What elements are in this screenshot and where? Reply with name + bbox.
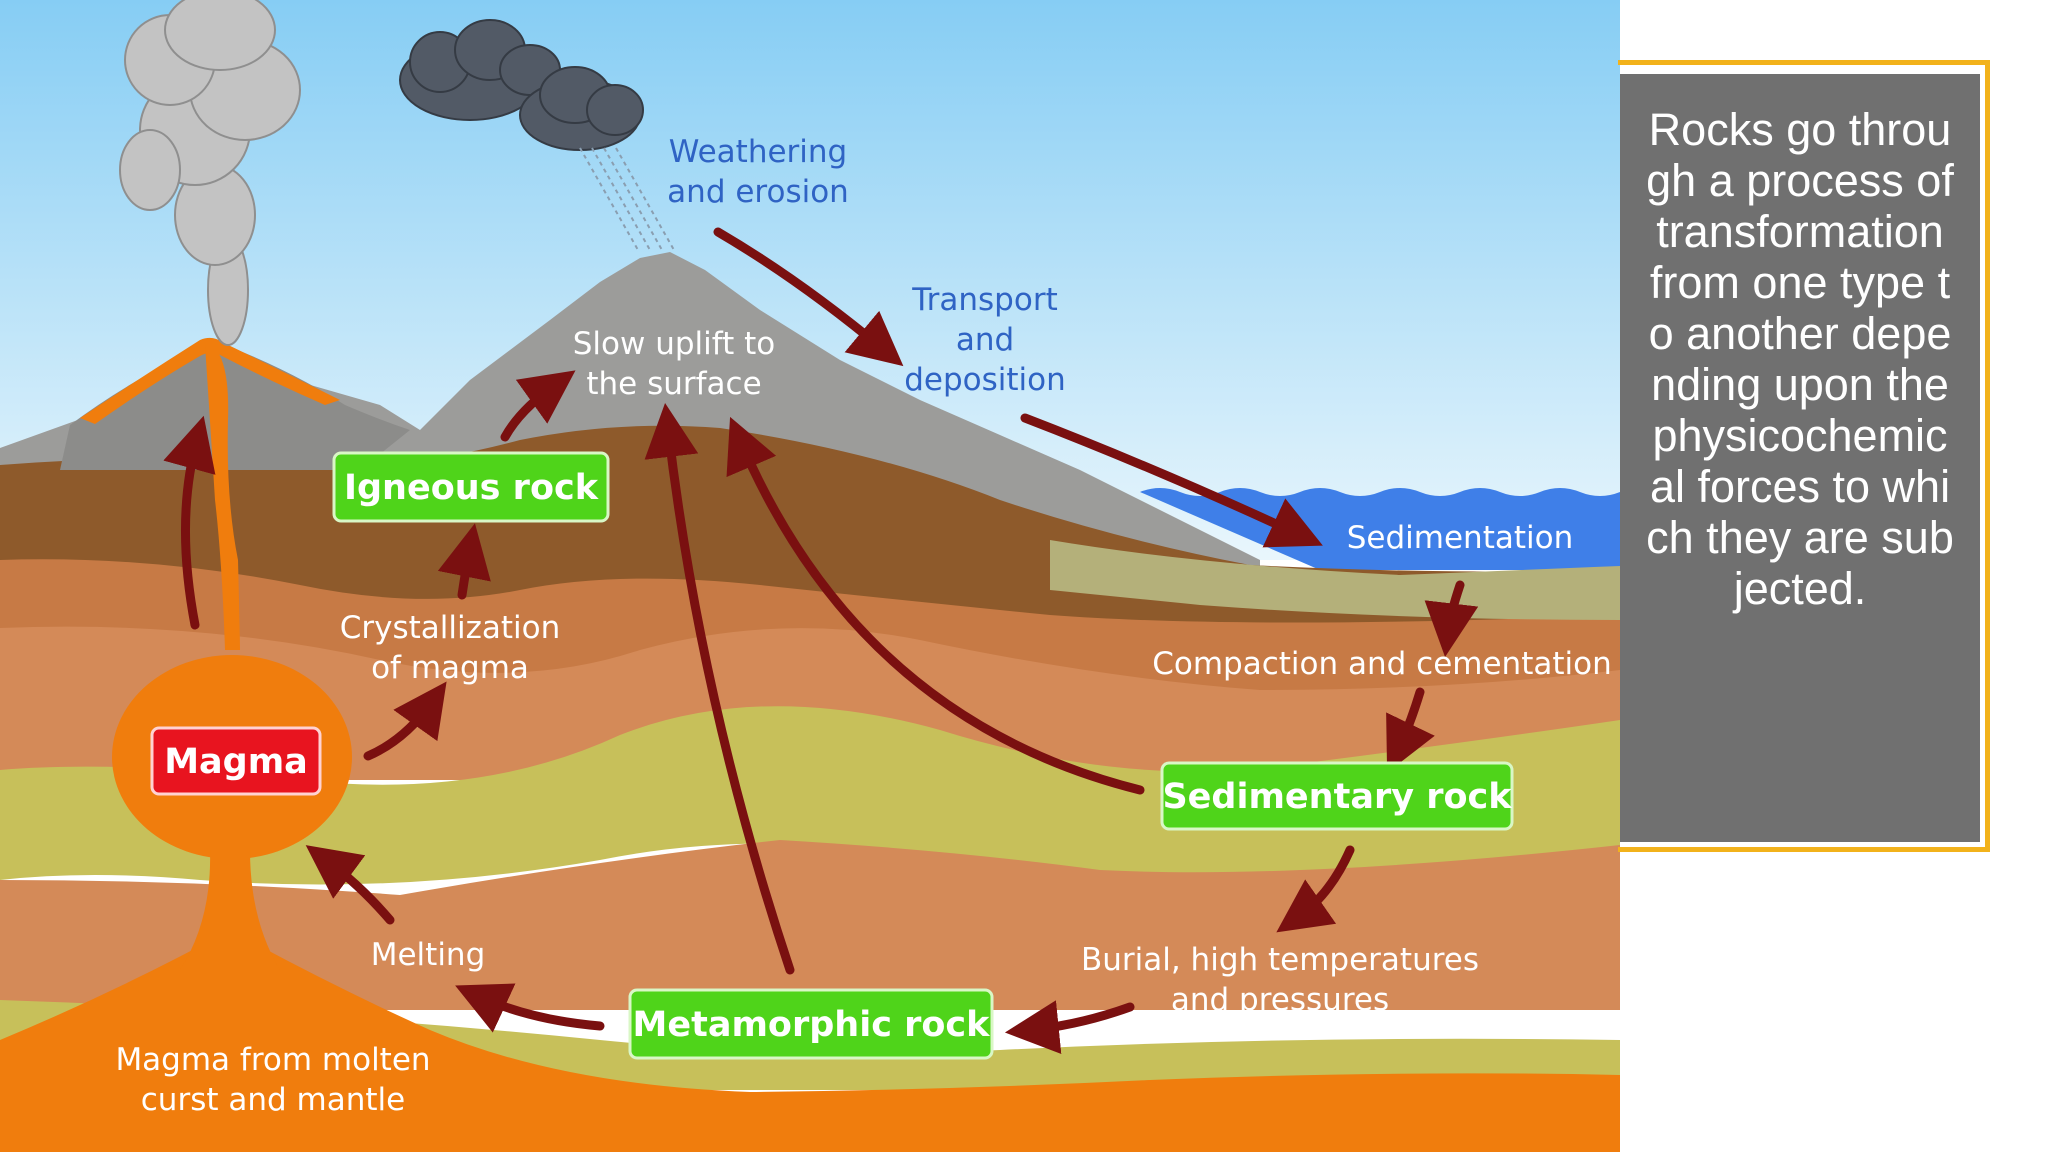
smoke-plume bbox=[119, 0, 301, 346]
arrow-transport bbox=[713, 227, 904, 367]
arrow-burial-to-metamorphic bbox=[1004, 1000, 1135, 1054]
weathering-label-line2: and erosion bbox=[667, 174, 849, 210]
arrow-igneous-to-uplift bbox=[500, 370, 576, 442]
sedimentation-label: Sedimentation bbox=[1347, 520, 1574, 556]
sedimentary-rock-box: Sedimentary rock bbox=[1160, 761, 1514, 831]
arrow-crystallization-to-igneous bbox=[437, 523, 491, 600]
arrow-compaction bbox=[1424, 580, 1479, 658]
magma-label: Magma bbox=[164, 742, 308, 782]
metamorphic-rock-box: Metamorphic rock bbox=[628, 988, 994, 1060]
transport-label-line1: Transport bbox=[911, 282, 1057, 318]
strata-tan bbox=[0, 626, 1620, 780]
rock-cycle-diagram: Igneous rock Magma Sedimentary rock Meta… bbox=[0, 0, 1620, 1152]
burial-label-line1: Burial, high temperatures bbox=[1081, 942, 1479, 978]
compaction-label: Compaction and cementation bbox=[1152, 646, 1612, 682]
lava-flow bbox=[80, 337, 340, 424]
arrow-to-burial bbox=[1276, 845, 1355, 933]
crystallization-label-line1: Crystallization bbox=[340, 610, 561, 646]
sedimentary-rock-label: Sedimentary rock bbox=[1162, 777, 1512, 817]
rain-lines bbox=[579, 147, 675, 251]
cloud bbox=[399, 19, 644, 151]
water bbox=[1140, 488, 1620, 570]
caption-frame bbox=[1618, 60, 1990, 852]
magma-box: Magma bbox=[150, 726, 322, 796]
igneous-rock-label: Igneous rock bbox=[344, 468, 599, 508]
transport-label-line2: and bbox=[956, 322, 1014, 358]
arrow-magma-to-volcano bbox=[163, 415, 216, 630]
metamorphic-rock-label: Metamorphic rock bbox=[633, 1005, 991, 1045]
igneous-rock-box: Igneous rock bbox=[332, 451, 610, 523]
weathering-label-line1: Weathering bbox=[669, 134, 847, 170]
burial-label-line2: and pressures bbox=[1171, 982, 1389, 1018]
arrow-to-sedimentary bbox=[1386, 687, 1435, 773]
strata-lower-tan bbox=[0, 840, 1620, 1010]
magma-feeder bbox=[180, 850, 280, 970]
arrow-to-melting bbox=[455, 983, 605, 1033]
arrow-melting-to-magma bbox=[305, 845, 395, 925]
crystallization-label-line2: of magma bbox=[371, 650, 529, 686]
transport-label-line3: deposition bbox=[904, 362, 1066, 398]
uplift-label-line1: Slow uplift to bbox=[573, 326, 776, 362]
molten-label-line2: curst and mantle bbox=[141, 1082, 405, 1118]
melting-label: Melting bbox=[371, 937, 486, 973]
mantle-layer bbox=[0, 930, 1620, 1152]
arrow-metamorphic-to-uplift bbox=[644, 402, 795, 975]
molten-label-line1: Magma from molten bbox=[115, 1042, 430, 1078]
caption-text: Rocks go through a process of transforma… bbox=[1646, 104, 1954, 614]
strata-olive-right bbox=[1050, 540, 1620, 620]
uplift-label-line2: the surface bbox=[586, 366, 761, 402]
arrow-sedimentation bbox=[1020, 413, 1323, 548]
arrow-sedimentary-to-uplift bbox=[726, 416, 1145, 795]
arrow-magma-to-crystallization bbox=[363, 681, 447, 761]
caption-box: Rocks go through a process of transforma… bbox=[1620, 74, 1980, 842]
strata-yellow-green bbox=[0, 706, 1620, 885]
